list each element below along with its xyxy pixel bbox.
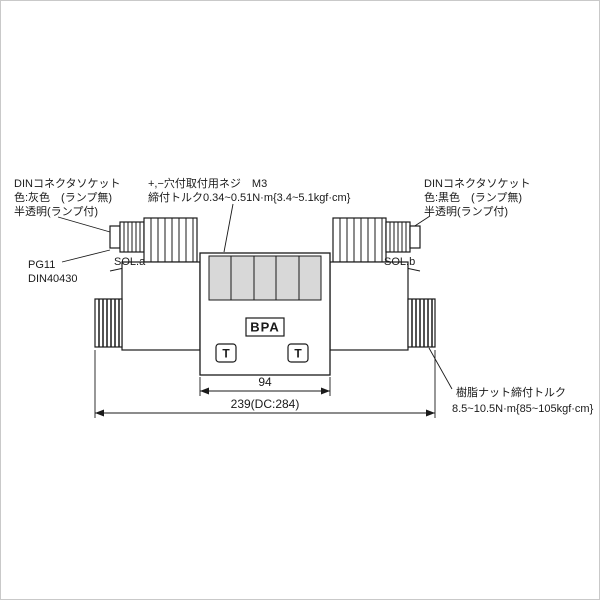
dim-239-arrow-left bbox=[95, 409, 104, 417]
label-sol-a: SOL.a bbox=[114, 256, 146, 268]
resin-nut-line1: 樹脂ナット締付トルク bbox=[456, 385, 566, 399]
leader-din-left bbox=[57, 216, 118, 235]
resin-nut-right bbox=[407, 298, 436, 348]
gland-cap-left bbox=[109, 225, 121, 249]
solenoid-a bbox=[121, 261, 201, 351]
din-right-line2: 色:黒色 (ランプ無) bbox=[424, 190, 522, 204]
gland-cap-right bbox=[409, 225, 421, 249]
dim-94-arrow-left bbox=[200, 387, 209, 395]
din-right-line1: DINコネクタソケット bbox=[424, 177, 531, 190]
model-plate-box bbox=[245, 317, 285, 337]
port-t-left-box bbox=[215, 343, 237, 363]
dim-239-extension-lines bbox=[94, 350, 436, 418]
annotation-resin-nut: 樹脂ナット締付トルク 8.5~10.5N·m{85~105kgf·cm} bbox=[452, 385, 594, 415]
leader-mounting-screw bbox=[223, 203, 234, 253]
model-plate-label: BPA bbox=[250, 320, 279, 335]
housing-fins-left bbox=[150, 218, 194, 262]
dimension-239: 239(DC:284) bbox=[94, 350, 436, 418]
port-t-right: T bbox=[287, 343, 309, 363]
din-connector-right bbox=[332, 217, 421, 263]
din-right-line3: 半透明(ランプ付) bbox=[424, 204, 508, 218]
leader-cable-gland bbox=[61, 249, 111, 263]
port-t-right-box bbox=[287, 343, 309, 363]
din-left-line1: DINコネクタソケット bbox=[14, 177, 121, 190]
nameplate-band-dividers bbox=[230, 256, 300, 300]
resin-nut-left bbox=[94, 298, 123, 348]
nameplate-band bbox=[208, 255, 322, 301]
model-plate: BPA bbox=[245, 317, 285, 337]
connector-housing-right bbox=[332, 217, 387, 263]
cable-gland-line1: PG11 bbox=[28, 259, 55, 271]
port-t-left: T bbox=[215, 343, 237, 363]
din-left-line3: 半透明(ランプ付) bbox=[14, 204, 98, 218]
annotation-din-right: DINコネクタソケット 色:黒色 (ランプ無) 半透明(ランプ付) bbox=[424, 177, 531, 218]
leader-resin-nut bbox=[428, 347, 453, 390]
dimension-94: 94 bbox=[199, 375, 331, 396]
dim-239-arrow-right bbox=[426, 409, 435, 417]
gland-ridges-left bbox=[123, 222, 141, 252]
resin-nut-line2: 8.5~10.5N·m{85~105kgf·cm} bbox=[452, 403, 594, 415]
dim-94-value: 94 bbox=[258, 375, 272, 389]
mounting-screw-line2: 締付トルク0.34~0.51N·m{3.4~5.1kgf·cm} bbox=[148, 190, 351, 204]
annotation-mounting-screw: +,−穴付取付用ネジ M3 締付トルク0.34~0.51N·m{3.4~5.1k… bbox=[148, 176, 351, 204]
dim-94-arrow-right bbox=[321, 387, 330, 395]
valve-body: BPA T T bbox=[199, 252, 331, 376]
cable-gland-line2: DIN40430 bbox=[28, 273, 78, 285]
label-sol-b: SOL.b bbox=[384, 256, 415, 268]
solenoid-b-body bbox=[329, 261, 409, 351]
resin-nut-right-knurl bbox=[411, 299, 433, 347]
resin-nut-left-knurl bbox=[98, 299, 120, 347]
annotation-cable-gland: PG11 DIN40430 bbox=[28, 259, 78, 285]
port-t-right-label: T bbox=[294, 347, 302, 361]
gland-ridges-right bbox=[389, 222, 407, 252]
solenoid-b bbox=[329, 261, 409, 351]
dim-94-extension-lines bbox=[199, 377, 331, 396]
annotation-din-left: DINコネクタソケット 色:灰色 (ランプ無) 半透明(ランプ付) bbox=[14, 177, 121, 218]
connector-housing-left bbox=[143, 217, 198, 263]
din-left-line2: 色:灰色 (ランプ無) bbox=[14, 190, 112, 204]
solenoid-a-body bbox=[121, 261, 201, 351]
housing-fins-right bbox=[339, 218, 383, 262]
din-connector-left bbox=[109, 217, 198, 263]
mounting-screw-line1: +,−穴付取付用ネジ M3 bbox=[148, 176, 267, 190]
dim-239-value: 239(DC:284) bbox=[231, 397, 300, 411]
port-t-left-label: T bbox=[222, 347, 230, 361]
